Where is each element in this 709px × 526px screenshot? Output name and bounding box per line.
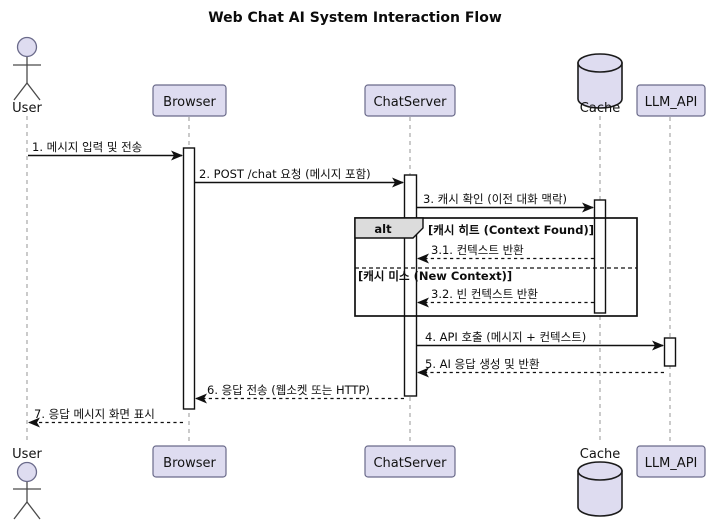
message-label-3: 3. 캐시 확인 (이전 대화 맥락): [423, 192, 567, 206]
alt-guard-1: [캐시 히트 (Context Found)]: [428, 223, 594, 237]
message-5: 5. AI 응답 생성 및 반환: [417, 357, 664, 378]
message-4: 4. API 호출 (메시지 + 컨텍스트): [417, 330, 664, 351]
message-label-3-2: 3.2. 빈 컨텍스트 반환: [431, 287, 538, 301]
message-label-5: 5. AI 응답 생성 및 반환: [425, 357, 540, 371]
participant-browser-top[interactable]: Browser: [152, 84, 227, 117]
participant-llmapi-bottom[interactable]: LLM_API: [636, 445, 706, 478]
message-3-2: 3.2. 빈 컨텍스트 반환: [417, 287, 594, 308]
message-3-1: 3.1. 컨텍스트 반환: [417, 243, 594, 264]
message-label-2: 2. POST /chat 요청 (메시지 포함): [199, 167, 371, 181]
page-title: Web Chat AI System Interaction Flow: [208, 10, 502, 26]
participant-label-user-top: User: [12, 101, 42, 116]
activation-bar-llmapi: [663, 337, 677, 367]
participant-label-llmapi-top: LLM_API: [645, 95, 698, 110]
participant-label-cache-top: Cache: [580, 101, 620, 116]
actor-leg-right-icon-bottom: [26, 501, 41, 520]
alt-fragment-tab: [354, 217, 424, 239]
actor-head-icon-bottom: [16, 461, 38, 483]
message-7: 7. 응답 메시지 화면 표시: [28, 407, 183, 428]
participant-label-llmapi-bottom: LLM_API: [645, 456, 698, 471]
activation-bar-chatserver: [403, 174, 418, 397]
participant-label-chatserver-bottom: ChatServer: [373, 456, 447, 471]
database-top-ellipse-icon-bottom: [577, 461, 623, 481]
database-cylinder-icon-bottom: [577, 470, 623, 517]
participant-box-chatserver-top[interactable]: [364, 84, 456, 117]
message-label-6: 6. 응답 전송 (웹소켓 또는 HTTP): [207, 383, 370, 397]
participant-label-browser-top: Browser: [163, 95, 216, 110]
participant-label-chatserver-top: ChatServer: [373, 95, 447, 110]
database-top-ellipse-icon: [577, 53, 623, 73]
actor-head-icon: [16, 36, 38, 58]
participant-llmapi-top[interactable]: LLM_API: [636, 84, 706, 117]
participant-box-browser-top[interactable]: [152, 84, 227, 117]
participant-cache-bottom[interactable]: Cache: [577, 447, 623, 517]
alt-fragment: alt [캐시 히트 (Context Found)] [캐시 미스 (New …: [354, 217, 638, 317]
participant-user-top[interactable]: User: [12, 36, 42, 117]
participant-user-bottom[interactable]: User: [12, 447, 42, 520]
participant-box-llmapi-top[interactable]: [636, 84, 706, 117]
participant-label-user-bottom: User: [12, 447, 42, 462]
actor-leg-right-icon: [26, 82, 41, 101]
participant-box-chatserver-bottom[interactable]: [364, 445, 456, 478]
message-1: 1. 메시지 입력 및 전송: [28, 140, 183, 161]
actor-leg-left-icon: [13, 82, 28, 101]
alt-fragment-box: [354, 217, 638, 317]
message-label-1: 1. 메시지 입력 및 전송: [32, 140, 142, 154]
actor-leg-left-icon-bottom: [13, 501, 28, 520]
participant-cache-top[interactable]: Cache: [577, 53, 623, 116]
participant-box-llmapi-bottom[interactable]: [636, 445, 706, 478]
message-3: 3. 캐시 확인 (이전 대화 맥락): [417, 192, 594, 213]
message-6: 6. 응답 전송 (웹소켓 또는 HTTP): [195, 383, 404, 404]
message-2: 2. POST /chat 요청 (메시지 포함): [195, 167, 404, 188]
activation-bar-browser: [182, 147, 196, 410]
alt-fragment-operator-label: alt: [374, 222, 392, 236]
message-label-3-1: 3.1. 컨텍스트 반환: [431, 243, 524, 257]
message-label-4: 4. API 호출 (메시지 + 컨텍스트): [425, 330, 586, 344]
participant-browser-bottom[interactable]: Browser: [152, 445, 227, 478]
activation-bar-cache: [593, 199, 607, 314]
database-cylinder-icon-top: [577, 62, 623, 109]
alt-guard-2: [캐시 미스 (New Context)]: [358, 269, 512, 283]
participant-label-browser-bottom: Browser: [163, 456, 216, 471]
participant-box-browser-bottom[interactable]: [152, 445, 227, 478]
message-label-7: 7. 응답 메시지 화면 표시: [34, 407, 155, 421]
participant-chatserver-bottom[interactable]: ChatServer: [364, 445, 456, 478]
participant-chatserver-top[interactable]: ChatServer: [364, 84, 456, 117]
participant-label-cache-bottom: Cache: [580, 447, 620, 462]
